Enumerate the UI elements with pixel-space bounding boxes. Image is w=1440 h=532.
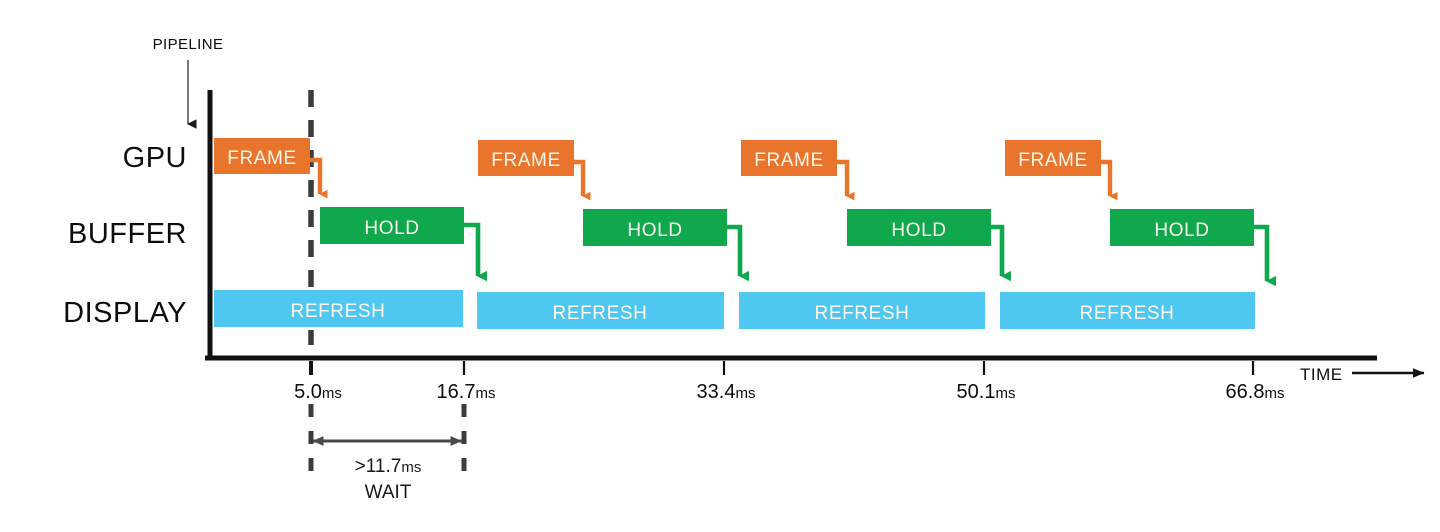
hold-box[interactable] (320, 207, 464, 244)
frame-to-hold-arrow (837, 159, 855, 201)
hold-to-refresh-arrow (1254, 224, 1277, 287)
hold-box-label: HOLD (891, 220, 946, 241)
tick-unit: ms (735, 385, 755, 402)
gpu-frame-group-1: FRAME (214, 138, 328, 199)
buffer-hold-group-3: HOLD (847, 209, 1012, 282)
hold-box-label: HOLD (627, 220, 682, 241)
tick-label: 66.8ms (1226, 381, 1285, 403)
frame-box-label: FRAME (227, 148, 297, 169)
tick-label: 50.1ms (957, 381, 1016, 403)
gpu-frame-group-2: FRAME (478, 140, 591, 201)
display-refresh-group-3: REFRESH (739, 292, 985, 329)
refresh-box-label: REFRESH (553, 303, 648, 324)
time-tick-5: 66.8ms (1226, 361, 1285, 403)
hold-box-label: HOLD (1154, 220, 1209, 241)
wait-duration-unit: ms (401, 459, 421, 476)
tick-label: 5.0ms (294, 381, 342, 403)
hold-box[interactable] (1110, 209, 1254, 246)
refresh-box[interactable] (739, 292, 985, 329)
wait-duration-value: >11.7 (355, 456, 402, 477)
buffer-hold-group-2: HOLD (583, 209, 750, 282)
tick-label: 16.7ms (437, 381, 496, 403)
frame-box[interactable] (1005, 140, 1101, 176)
tick-value: 5.0 (294, 381, 322, 403)
tick-label: 33.4ms (697, 381, 756, 403)
frame-box[interactable] (214, 138, 310, 174)
row-label-gpu: GPU (123, 142, 187, 174)
frame-box-label: FRAME (754, 150, 824, 171)
time-tick-1: 5.0ms (294, 361, 342, 403)
gpu-frame-group-3: FRAME (741, 140, 855, 201)
tick-unit: ms (475, 385, 495, 402)
refresh-box[interactable] (214, 290, 463, 327)
gpu-frame-group-4: FRAME (1005, 140, 1118, 201)
wait-duration-label: >11.7ms (355, 456, 422, 477)
wait-text-label: WAIT (365, 482, 412, 503)
hold-box-label: HOLD (364, 218, 419, 239)
tick-unit: ms (995, 385, 1015, 402)
frame-box[interactable] (741, 140, 837, 176)
tick-value: 33.4 (697, 381, 736, 403)
hold-box[interactable] (583, 209, 727, 246)
frame-to-hold-arrow (574, 159, 591, 201)
buffer-hold-group-4: HOLD (1110, 209, 1277, 287)
frame-to-hold-arrow (310, 157, 328, 199)
display-refresh-group-2: REFRESH (477, 292, 724, 329)
refresh-box[interactable] (477, 292, 724, 329)
row-label-buffer: BUFFER (68, 218, 187, 250)
refresh-box[interactable] (1000, 292, 1255, 329)
time-tick-2: 16.7ms (437, 361, 496, 403)
hold-to-refresh-arrow (727, 224, 750, 282)
frame-box-label: FRAME (491, 150, 561, 171)
hold-to-refresh-arrow (464, 222, 488, 282)
tick-unit: ms (1264, 385, 1284, 402)
display-refresh-group-4: REFRESH (1000, 292, 1255, 329)
refresh-box-label: REFRESH (291, 301, 386, 322)
pipeline-title: PIPELINE (153, 36, 224, 53)
tick-value: 66.8 (1226, 381, 1265, 403)
tick-value: 50.1 (957, 381, 996, 403)
frame-box-label: FRAME (1018, 150, 1088, 171)
row-label-display: DISPLAY (63, 297, 187, 329)
tick-value: 16.7 (437, 381, 476, 403)
display-refresh-group-1: REFRESH (214, 290, 463, 327)
wait-annotation: >11.7ms WAIT (312, 436, 462, 503)
buffer-hold-group-1: HOLD (320, 207, 488, 282)
refresh-box-label: REFRESH (815, 303, 910, 324)
time-tick-3: 33.4ms (697, 361, 756, 403)
frame-to-hold-arrow (1101, 159, 1118, 201)
hold-box[interactable] (847, 209, 991, 246)
time-tick-4: 50.1ms (957, 361, 1016, 403)
time-axis-label: TIME (1300, 365, 1343, 384)
hold-to-refresh-arrow (991, 224, 1012, 282)
frame-box[interactable] (478, 140, 574, 176)
tick-unit: ms (322, 385, 342, 402)
refresh-box-label: REFRESH (1080, 303, 1175, 324)
